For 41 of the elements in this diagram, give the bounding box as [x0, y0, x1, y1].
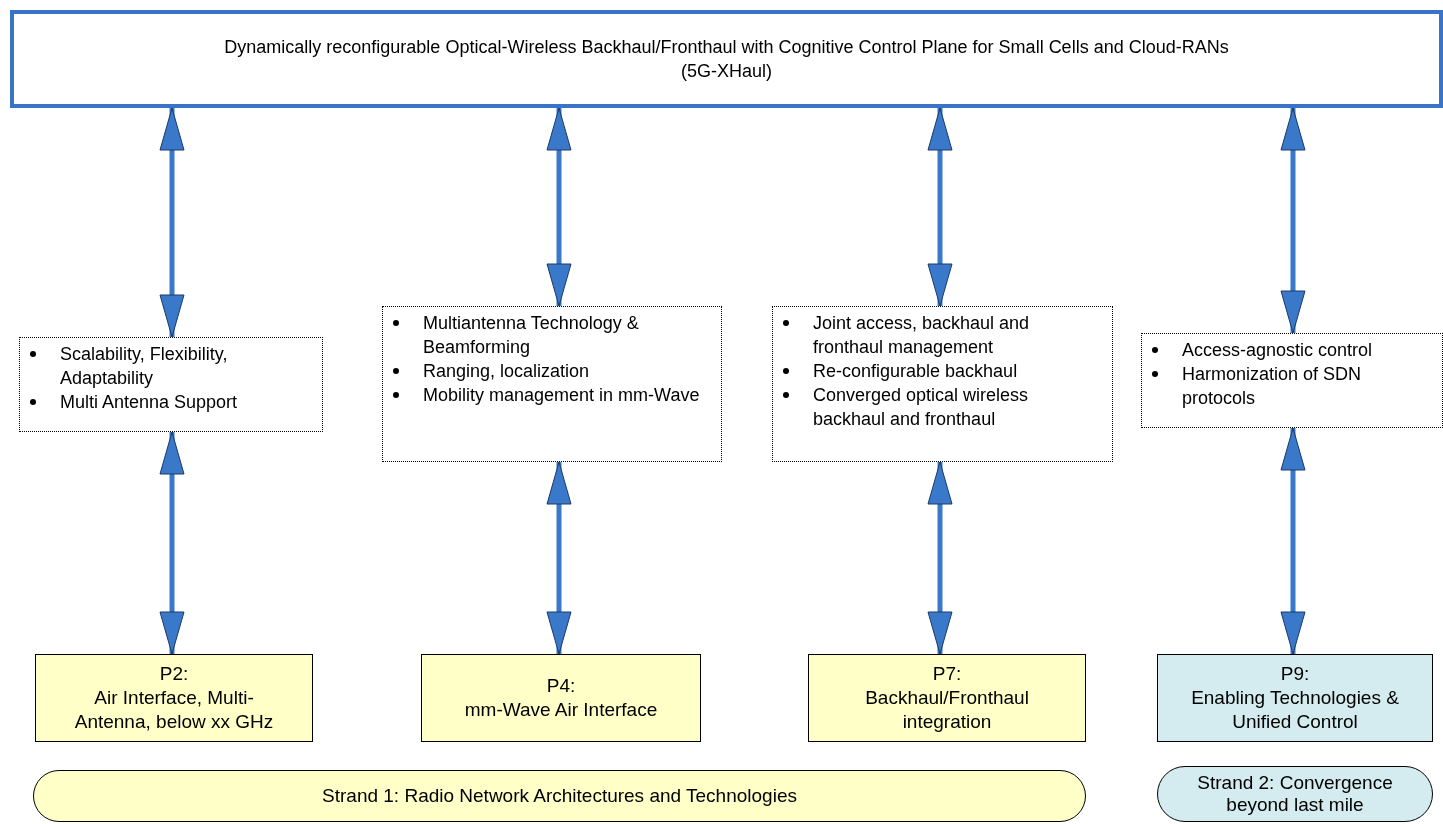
box-text: mm-Wave Air Interface	[464, 698, 658, 722]
work-package-box	[35, 654, 313, 742]
bullet-item: Multi Antenna Support	[60, 392, 238, 412]
bullet-item: Converged optical wireless backhaul and fronthaul	[813, 385, 1029, 429]
package-id: P7:	[932, 662, 962, 686]
double-arrow	[927, 461, 953, 655]
bullet-item: Mobility management in mm-Wave	[423, 385, 700, 405]
bullet-item: Multiantenna Technology & Beamforming	[423, 313, 639, 357]
double-arrow	[546, 461, 572, 655]
package-id: P4:	[546, 674, 576, 698]
box-text: Air Interface, Multi-Antenna, below xx GHz	[73, 686, 275, 734]
work-package-box	[808, 654, 1086, 742]
topic-box	[382, 306, 722, 462]
topic-box	[1141, 333, 1443, 428]
bullet-item: Harmonization of SDN protocols	[1182, 364, 1362, 408]
box-text: Enabling Technologies & Unified Control	[1190, 686, 1400, 734]
box-text: Strand 1: Radio Network Architectures and Technologies	[322, 785, 797, 807]
strand-band	[1157, 766, 1433, 822]
work-package-box	[1157, 654, 1433, 742]
double-arrow	[1280, 427, 1306, 655]
topic-box	[772, 306, 1113, 462]
package-id: P2:	[159, 662, 189, 686]
box-text: Strand 2: Convergence beyond last mile	[1196, 772, 1394, 816]
box-text: Backhaul/Fronthaul integration	[864, 686, 1030, 734]
double-arrow	[159, 431, 185, 655]
bullet-item: Re-configurable backhaul	[813, 361, 1018, 381]
topic-box	[19, 337, 323, 432]
title-text: (5G-XHaul)	[681, 60, 772, 83]
bullet-item: Access-agnostic control	[1182, 340, 1373, 360]
bullet-item: Ranging, localization	[423, 361, 590, 381]
title-text: Dynamically reconfigurable Optical-Wireless Backhaul/Fronthaul with Cognitive Control Plane for Small Cells and Cloud-RANs	[224, 36, 1229, 59]
double-arrow	[927, 107, 953, 307]
package-id: P9:	[1280, 662, 1310, 686]
double-arrow	[159, 107, 185, 338]
title-box	[10, 10, 1443, 108]
work-package-box	[421, 654, 701, 742]
double-arrow	[1280, 107, 1306, 334]
bullet-item: Joint access, backhaul and fronthaul management	[813, 313, 1030, 357]
double-arrow	[546, 107, 572, 307]
bullet-item: Scalability, Flexibility, Adaptability	[60, 344, 228, 388]
strand-band	[33, 770, 1086, 822]
